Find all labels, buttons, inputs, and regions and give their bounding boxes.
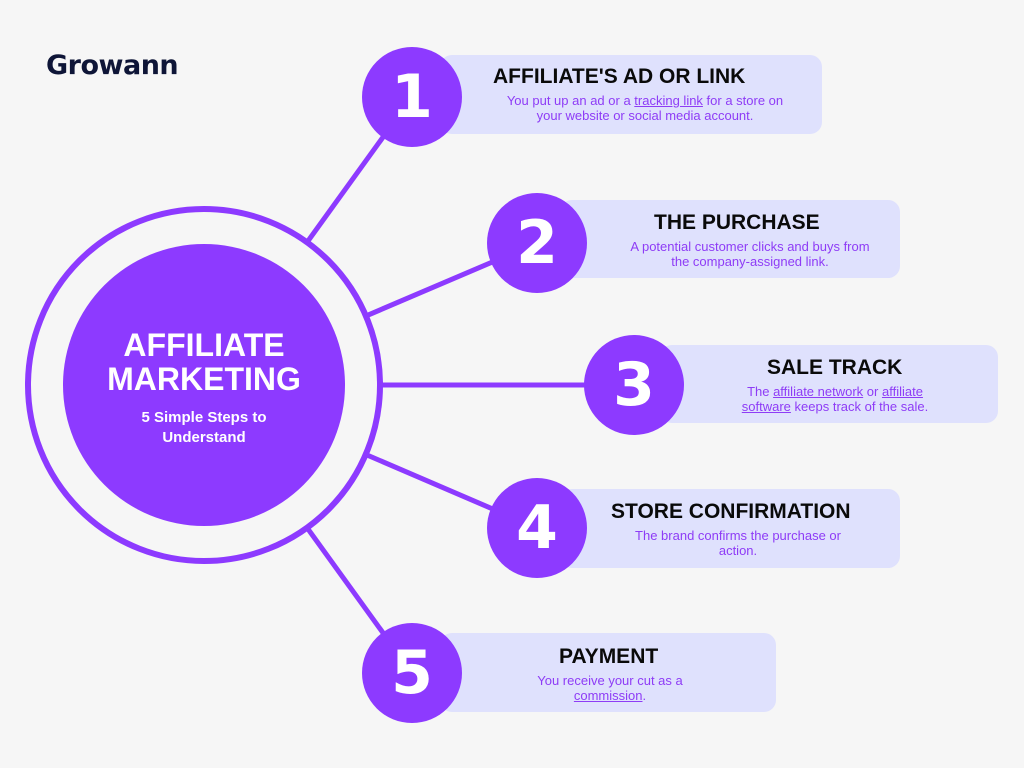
- step-card-2: THE PURCHASE A potential customer clicks…: [560, 200, 900, 278]
- affiliate-software-link[interactable]: affiliate software: [741, 384, 923, 414]
- affiliate-network-link[interactable]: affiliate network: [773, 384, 864, 399]
- step-desc: You put up an ad or a tracking link for …: [495, 93, 795, 123]
- step-title: SALE TRACK: [767, 356, 903, 379]
- step-card-4: STORE CONFIRMATION The brand confirms th…: [560, 489, 900, 568]
- step-card-1: AFFILIATE'S AD OR LINK You put up an ad …: [440, 55, 822, 134]
- step-desc: The affiliate network or affiliate softw…: [730, 384, 940, 414]
- center-circle: [63, 244, 345, 526]
- desc-text: for a store on your website or social me…: [536, 93, 784, 123]
- step-number-5: 5: [362, 623, 462, 723]
- center-subtitle-line2: Understand: [162, 429, 246, 446]
- desc-text: or: [863, 384, 882, 399]
- center-title-line1: AFFILIATE: [123, 327, 285, 363]
- step-title: THE PURCHASE: [654, 211, 820, 234]
- growann-logo: Growann: [46, 50, 179, 81]
- step-card-3: SALE TRACK The affiliate network or affi…: [660, 345, 998, 423]
- commission-link[interactable]: commission: [573, 688, 643, 703]
- desc-text: The: [747, 384, 774, 399]
- center-title-line2: MARKETING: [107, 361, 301, 397]
- step-number-3: 3: [584, 335, 684, 435]
- step-desc: The brand confirms the purchase or actio…: [635, 528, 841, 558]
- tracking-link[interactable]: tracking link: [634, 93, 703, 108]
- desc-text: You receive your cut as a: [537, 673, 683, 688]
- center-subtitle: 5 Simple Steps to Understand: [84, 408, 324, 448]
- step-title: STORE CONFIRMATION: [611, 500, 851, 523]
- step-desc: You receive your cut as a commission.: [525, 673, 695, 703]
- step-number-4: 4: [487, 478, 587, 578]
- center-subtitle-line1: 5 Simple Steps to: [141, 409, 267, 426]
- desc-text: .: [642, 688, 647, 703]
- desc-text: keeps track of the sale.: [790, 399, 929, 414]
- step-desc: A potential customer clicks and buys fro…: [630, 239, 870, 269]
- step-card-5: PAYMENT You receive your cut as a commis…: [440, 633, 776, 712]
- step-title: AFFILIATE'S AD OR LINK: [493, 65, 746, 88]
- step-number-1: 1: [362, 47, 462, 147]
- step-number-2: 2: [487, 193, 587, 293]
- desc-text: You put up an ad or a: [506, 93, 635, 108]
- step-title: PAYMENT: [559, 645, 659, 668]
- center-title: AFFILIATE MARKETING: [84, 328, 324, 396]
